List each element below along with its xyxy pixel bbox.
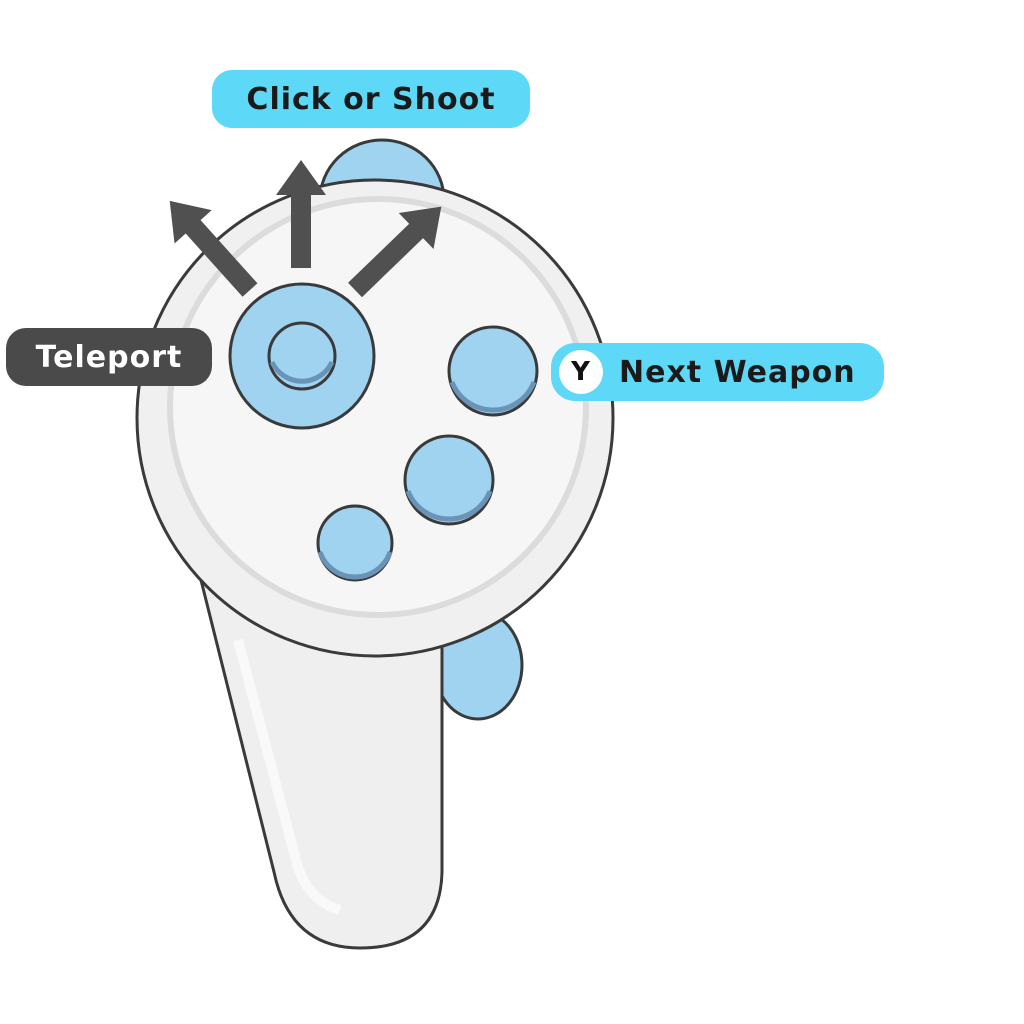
- click-or-shoot-callout: Click or Shoot: [212, 70, 530, 128]
- thumbstick-arrows: [169, 160, 442, 298]
- y-button[interactable]: [447, 325, 539, 417]
- x-button[interactable]: [403, 434, 495, 526]
- next-weapon-callout: Y Next Weapon: [551, 343, 884, 401]
- click-or-shoot-label: Click or Shoot: [246, 81, 496, 117]
- menu-button[interactable]: [316, 504, 394, 582]
- thumbstick[interactable]: [267, 321, 337, 391]
- next-weapon-label: Next Weapon: [619, 354, 856, 390]
- y-button-badge: Y: [559, 350, 603, 394]
- teleport-callout: Teleport: [6, 328, 212, 386]
- teleport-label: Teleport: [35, 339, 183, 375]
